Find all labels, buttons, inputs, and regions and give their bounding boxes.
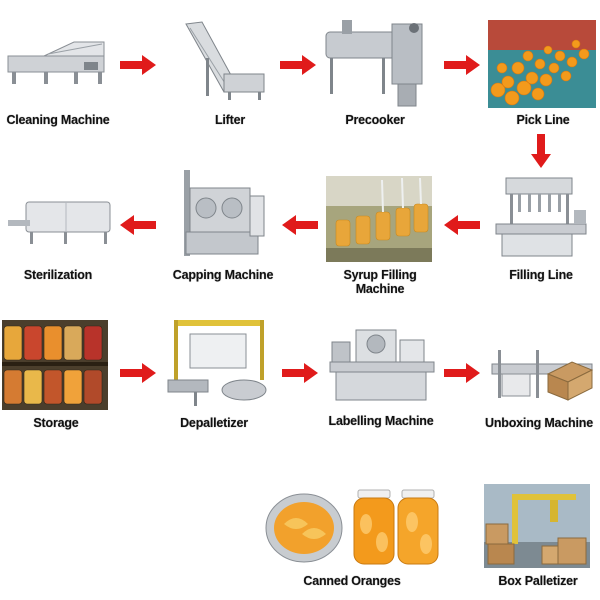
filling-line-label: Filling Line <box>509 268 573 282</box>
depalletizer-label: Depalletizer <box>180 416 248 430</box>
capping-machine-label: Capping Machine <box>172 268 274 282</box>
cleaning-machine-label: Cleaning Machine <box>6 113 110 127</box>
canned-oranges-label: Canned Oranges <box>303 574 401 588</box>
precooker-label: Precooker <box>345 113 405 127</box>
pick-line-label: Pick Line <box>516 113 570 127</box>
arrow-left-2 <box>280 214 320 236</box>
precooker-image <box>322 14 432 110</box>
arrow-right-5 <box>280 362 320 384</box>
syrup-filling-label: Syrup Filling Machine <box>326 268 434 296</box>
box-palletizer-image <box>484 484 590 568</box>
lifter-image <box>180 18 268 100</box>
depalletizer-image <box>164 314 270 410</box>
box-palletizer-label: Box Palletizer <box>498 574 578 588</box>
cleaning-machine-image <box>4 36 112 86</box>
storage-image <box>2 320 108 410</box>
arrow-left-3 <box>118 214 158 236</box>
filling-line-image <box>492 174 590 260</box>
arrow-right-6 <box>442 362 482 384</box>
arrow-right-3 <box>442 54 482 76</box>
sterilization-label: Sterilization <box>23 268 93 282</box>
arrow-left-1 <box>442 214 482 236</box>
unboxing-machine-label: Unboxing Machine <box>485 416 593 430</box>
syrup-filling-label-line2: Machine <box>355 282 405 296</box>
unboxing-machine-image <box>488 342 596 406</box>
labelling-machine-label: Labelling Machine <box>328 414 434 428</box>
syrup-filling-label-line1: Syrup Filling <box>343 268 417 282</box>
lifter-label: Lifter <box>214 113 246 127</box>
arrow-right-1 <box>118 54 158 76</box>
capping-machine-image <box>176 166 268 262</box>
sterilization-image <box>6 196 114 246</box>
arrow-right-4 <box>118 362 158 384</box>
syrup-filling-image <box>326 176 432 262</box>
arrow-right-2 <box>278 54 318 76</box>
pick-line-image <box>488 20 596 108</box>
storage-label: Storage <box>33 416 79 430</box>
labelling-machine-image <box>326 322 438 408</box>
arrow-down <box>530 132 552 170</box>
canned-oranges-image <box>262 484 440 568</box>
